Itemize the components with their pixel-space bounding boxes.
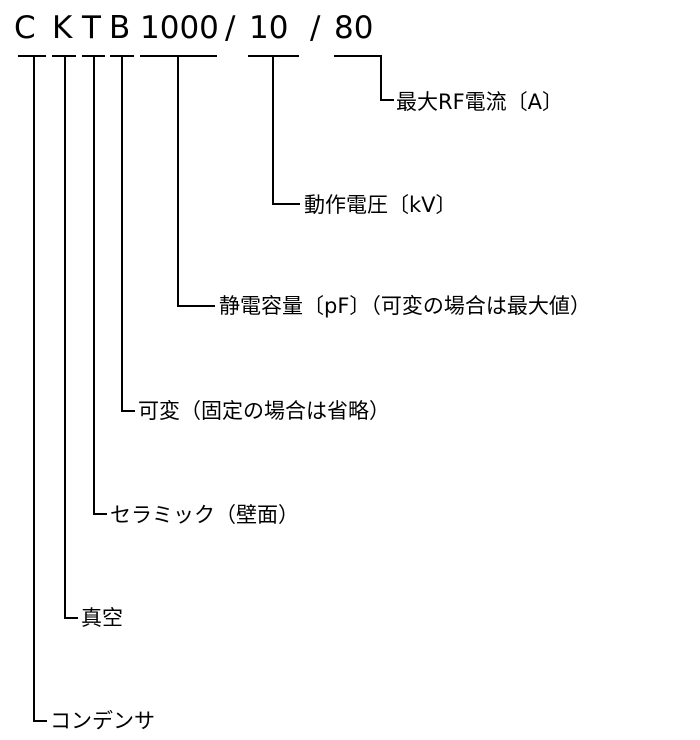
label-operating-voltage: 動作電圧〔kV〕 bbox=[304, 193, 457, 217]
leader-vertical-ceramic bbox=[93, 55, 95, 514]
leader-horizontal-capacitance bbox=[177, 305, 215, 307]
leader-horizontal-ceramic bbox=[93, 513, 107, 515]
leader-vertical-current bbox=[380, 55, 382, 100]
leader-horizontal-current bbox=[380, 99, 394, 101]
leader-vertical-voltage bbox=[272, 55, 274, 204]
leader-horizontal-vacuum bbox=[64, 617, 78, 619]
code-letter-b: B bbox=[109, 10, 131, 46]
code-slash-1: / bbox=[225, 10, 236, 46]
leader-vertical-capacitor bbox=[33, 55, 35, 721]
code-slash-2: / bbox=[310, 10, 321, 46]
code-current: 80 bbox=[334, 10, 374, 46]
underline-c bbox=[18, 55, 46, 57]
leader-vertical-vacuum bbox=[64, 55, 66, 618]
code-capacitance: 1000 bbox=[140, 10, 219, 46]
label-ceramic: セラミック（壁面） bbox=[110, 503, 299, 527]
label-capacitor: コンデンサ bbox=[50, 709, 155, 733]
underline-current bbox=[334, 55, 382, 57]
label-capacitance: 静電容量〔pF〕（可変の場合は最大値） bbox=[219, 294, 591, 318]
leader-vertical-capacitance bbox=[177, 55, 179, 306]
code-letter-k: K bbox=[52, 10, 73, 46]
code-voltage: 10 bbox=[249, 10, 289, 46]
code-letter-t: T bbox=[82, 10, 101, 46]
leader-horizontal-voltage bbox=[272, 203, 300, 205]
leader-horizontal-capacitor bbox=[33, 720, 47, 722]
leader-vertical-variable bbox=[121, 55, 123, 411]
code-letter-c: C bbox=[14, 10, 36, 46]
label-max-rf-current: 最大RF電流〔A〕 bbox=[396, 90, 564, 114]
label-vacuum: 真空 bbox=[81, 606, 123, 630]
leader-horizontal-variable bbox=[121, 410, 135, 412]
label-variable: 可変（固定の場合は省略） bbox=[138, 399, 390, 423]
